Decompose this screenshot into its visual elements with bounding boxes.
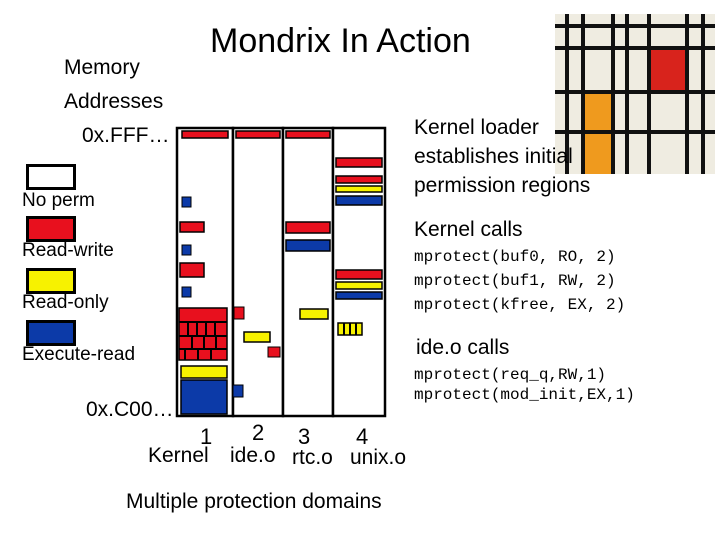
k-region-ex-code bbox=[180, 379, 228, 415]
slide-title: Mondrix In Action bbox=[210, 22, 471, 60]
kernel-calls-heading: Kernel calls bbox=[414, 218, 523, 241]
kernel-code-line-2: mprotect(buf1, RW, 2) bbox=[414, 272, 616, 290]
legend-swatch-execute-read bbox=[26, 320, 76, 346]
k-region-rw-1 bbox=[179, 221, 205, 233]
mondrian-painting bbox=[555, 14, 715, 174]
column-2-outline bbox=[231, 126, 285, 418]
ide-calls-heading: ide.o calls bbox=[416, 336, 510, 359]
loader-note-line1: Kernel loader bbox=[414, 116, 539, 139]
column-4-name: unix.o bbox=[350, 446, 407, 469]
ide-region-ro bbox=[243, 331, 271, 343]
rtc-region-top-rw bbox=[285, 130, 331, 139]
k-region-rw-heap bbox=[178, 307, 228, 361]
ide-code-line-2: mprotect(mod_init,EX,1) bbox=[414, 386, 635, 404]
axis-label-line1: Memory bbox=[64, 56, 140, 79]
legend-label-no-perm: No perm bbox=[22, 190, 95, 211]
column-3-name: rtc.o bbox=[292, 446, 333, 469]
painting-red-block bbox=[651, 50, 685, 92]
top-address-label: 0x.FFF… bbox=[82, 124, 170, 147]
column-1-number: 1 bbox=[200, 424, 213, 449]
column-4-number: 4 bbox=[356, 424, 369, 449]
unix-region-ro-2 bbox=[335, 281, 383, 290]
rtc-region-ex bbox=[285, 239, 331, 252]
kernel-code-line-1: mprotect(buf0, RO, 2) bbox=[414, 248, 616, 266]
ide-region-top-rw bbox=[235, 130, 281, 139]
k-region-ro bbox=[180, 365, 228, 379]
k-region-rw-2 bbox=[179, 262, 205, 278]
rtc-region-ro bbox=[299, 308, 329, 320]
k-region-ex-3 bbox=[181, 286, 192, 298]
unix-region-rw-2 bbox=[335, 175, 383, 184]
unix-region-ro-1 bbox=[335, 185, 383, 193]
unix-region-ex-2 bbox=[335, 291, 383, 300]
legend-swatch-read-only bbox=[26, 268, 76, 294]
legend-label-execute-read: Execute-read bbox=[22, 344, 136, 365]
loader-note-line2: establishes initial bbox=[414, 145, 573, 168]
ide-region-rw-1 bbox=[233, 306, 245, 320]
kernel-code-line-3: mprotect(kfree, EX, 2) bbox=[414, 296, 626, 314]
footer-caption: Multiple protection domains bbox=[126, 490, 382, 513]
unix-region-ex-1 bbox=[335, 195, 383, 206]
ide-region-rw-2 bbox=[267, 346, 281, 358]
legend-swatch-read-write bbox=[26, 216, 76, 242]
k-region-ex-2 bbox=[181, 244, 192, 256]
unix-region-rw-1 bbox=[335, 157, 383, 168]
legend-label-read-write: Read-write bbox=[22, 240, 114, 261]
column-2-name: ide.o bbox=[230, 444, 276, 467]
k-heap-pattern bbox=[179, 321, 227, 360]
rtc-region-rw bbox=[285, 221, 331, 234]
column-3-number: 3 bbox=[298, 424, 311, 449]
column-2-number: 2 bbox=[252, 420, 265, 445]
k-region-top-rw bbox=[181, 130, 229, 139]
loader-note-line3: permission regions bbox=[414, 174, 591, 197]
axis-label-line2: Addresses bbox=[64, 90, 164, 113]
painting-grid-lines bbox=[555, 14, 715, 174]
ide-region-ex bbox=[232, 384, 244, 398]
legend-swatch-no-perm bbox=[26, 164, 76, 190]
unix-region-rw-3 bbox=[335, 269, 383, 280]
legend-label-read-only: Read-only bbox=[22, 292, 109, 313]
unix-ro-pattern bbox=[343, 323, 357, 335]
column-1-name: Kernel bbox=[148, 444, 209, 467]
bottom-address-label: 0x.C00… bbox=[86, 398, 174, 421]
column-3-outline bbox=[281, 126, 335, 418]
ide-code-line-1: mprotect(req_q,RW,1) bbox=[414, 366, 607, 384]
k-region-ex-1 bbox=[181, 196, 192, 208]
